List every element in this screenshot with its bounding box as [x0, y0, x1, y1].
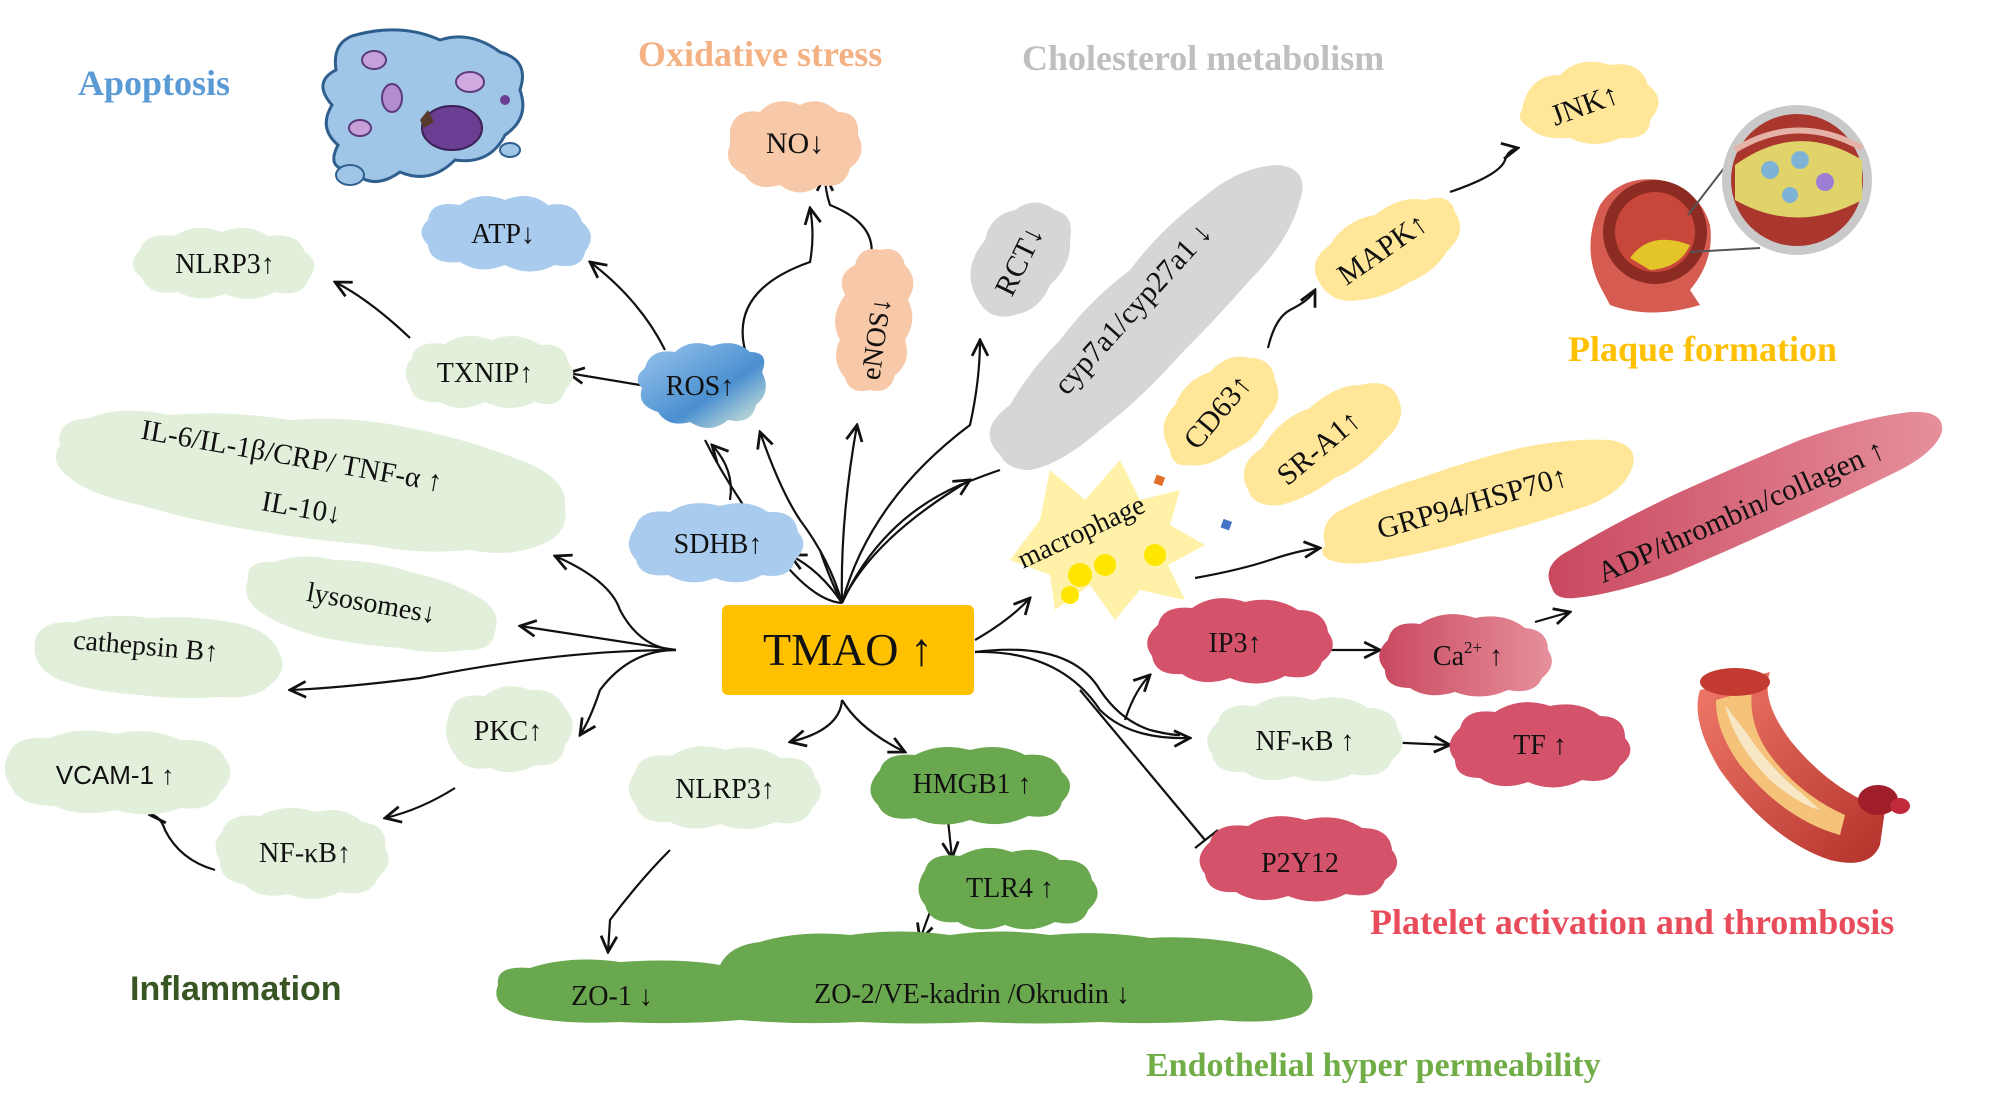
label-ros: ROS↑	[666, 371, 734, 402]
node-lysosomes: lysosomes↓	[246, 556, 497, 653]
node-nfkb-right: NF-κB ↑	[1207, 696, 1403, 782]
label-pkc: PKC↑	[474, 716, 542, 747]
node-ca: Ca2+ ↑	[1379, 614, 1552, 697]
title-apoptosis: Apoptosis	[78, 63, 230, 103]
node-rct: RCT↓	[970, 202, 1071, 317]
label-nlrp3-top: NLRP3↑	[175, 249, 275, 280]
node-macrophage: macrophage	[1010, 460, 1233, 620]
title-inflammation: Inflammation	[130, 970, 342, 1008]
node-il: IL-6/IL-1β/CRP/ TNF-α ↑ IL-10↓	[55, 410, 566, 554]
node-sdhb: SDHB↑	[628, 503, 804, 583]
title-endothelial-permeability: Endothelial hyper permeability	[1146, 1047, 1601, 1084]
node-cd63: CD63↑	[1163, 356, 1279, 466]
label-ca: Ca2+ ↑	[1433, 638, 1503, 672]
node-adp: ADP/thrombin/collagen ↑	[1548, 411, 1943, 599]
thrombosis-vessel-illustration	[1697, 668, 1910, 863]
label-atp: ATP↓	[471, 219, 535, 250]
label-nfkb-right: NF-κB ↑	[1256, 726, 1355, 757]
node-tmao-center: TMAO ↑	[722, 605, 974, 695]
label-nlrp3-bottom: NLRP3↑	[675, 774, 775, 805]
node-vcam: VCAM-1 ↑	[4, 730, 231, 815]
node-nlrp3-bottom: NLRP3↑	[628, 746, 821, 830]
node-enos: eNOS↓	[835, 249, 914, 392]
artery-plaque-illustration	[1590, 105, 1872, 313]
label-tlr4: TLR4 ↑	[966, 873, 1054, 904]
apoptotic-cell-illustration	[321, 28, 525, 186]
label-nfkb-left: NF-κB↑	[259, 838, 351, 869]
title-platelet-activation: Platelet activation and thrombosis	[1370, 902, 1894, 942]
label-tmao: TMAO ↑	[763, 624, 933, 675]
title-oxidative-stress: Oxidative stress	[638, 34, 882, 74]
title-cholesterol-metabolism: Cholesterol metabolism	[1022, 38, 1384, 78]
label-p2y12: P2Y12	[1261, 848, 1339, 879]
node-ip3: IP3↑	[1147, 598, 1333, 684]
node-txnip: TXNIP↑	[405, 335, 574, 408]
node-pkc: PKC↑	[446, 686, 573, 773]
node-nlrp3-top: NLRP3↑	[132, 227, 315, 300]
title-plaque-formation: Plaque formation	[1568, 329, 1837, 369]
node-atp: ATP↓	[421, 196, 591, 272]
label-zo2: ZO-2/VE-kadrin /Okrudin ↓	[814, 979, 1130, 1010]
node-tlr4: TLR4 ↑	[918, 847, 1098, 930]
node-tf: TF ↑	[1449, 702, 1631, 788]
node-nfkb-left: NF-κB↑	[215, 807, 389, 900]
node-ros: ROS↑	[637, 343, 766, 429]
node-p2y12: P2Y12	[1199, 816, 1398, 902]
node-hmgb1: HMGB1 ↑	[870, 746, 1070, 825]
label-adp: ADP/thrombin/collagen ↑	[1592, 433, 1889, 590]
node-cathepsin: cathepsin B↑	[34, 615, 283, 699]
label-txnip: TXNIP↑	[437, 358, 533, 389]
label-ca-superscript: 2+	[1464, 638, 1482, 657]
label-ca-arrow: ↑	[1482, 641, 1503, 672]
label-zo1: ZO-1 ↓	[571, 981, 653, 1012]
label-hmgb1: HMGB1 ↑	[912, 769, 1031, 800]
label-ca-base: Ca	[1433, 641, 1465, 672]
node-zo-band: ZO-1 ↓ ZO-2/VE-kadrin /Okrudin ↓	[496, 931, 1313, 1024]
label-sdhb: SDHB↑	[674, 529, 763, 560]
node-no: NO↓	[727, 101, 862, 193]
label-ip3: IP3↑	[1209, 628, 1262, 659]
node-mapk: MAPK↑	[1314, 197, 1461, 301]
label-vcam: VCAM-1 ↑	[56, 760, 174, 790]
label-tf: TF ↑	[1513, 730, 1567, 761]
node-jnk: JNK↑	[1519, 61, 1659, 144]
label-no: NO↓	[766, 127, 824, 160]
